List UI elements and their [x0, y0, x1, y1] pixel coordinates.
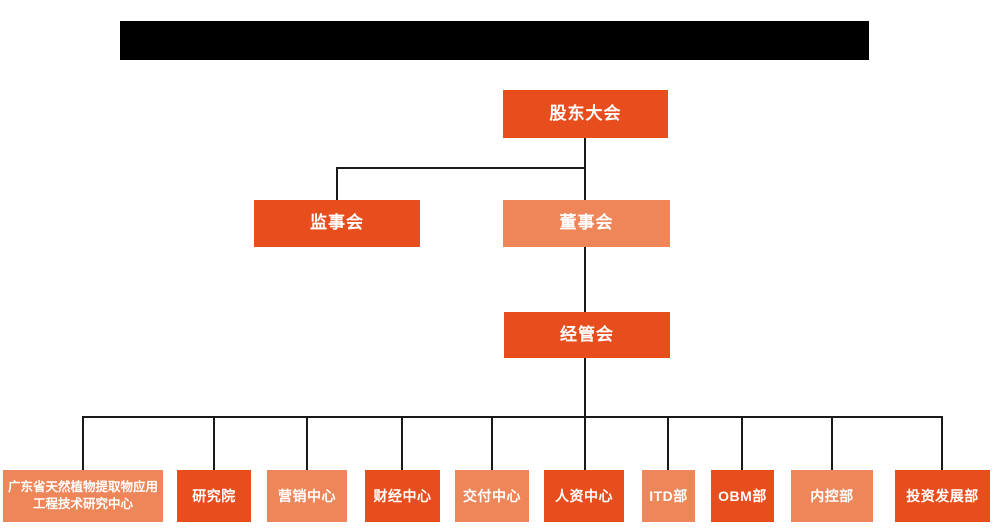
- node-label: OBM部: [718, 487, 767, 504]
- connector-dept-vertical: [213, 416, 215, 470]
- connector-board-vertical: [584, 167, 586, 200]
- node-label: 股东大会: [549, 103, 622, 123]
- node-label: 人资中心: [555, 487, 613, 504]
- node-label: 财经中心: [373, 487, 432, 504]
- node-dept-investment-development: 投资发展部: [895, 470, 990, 522]
- connector-board-mgmt-vertical: [584, 247, 586, 312]
- node-label: 董事会: [559, 213, 614, 233]
- connector-dept-vertical: [306, 416, 308, 470]
- node-board-of-directors: 董事会: [503, 200, 670, 247]
- node-label: 监事会: [310, 213, 364, 233]
- node-label: 交付中心: [463, 487, 521, 504]
- node-supervisory-board: 监事会: [254, 200, 420, 247]
- node-dept-marketing-center: 营销中心: [267, 470, 347, 522]
- connector-dept-vertical: [82, 416, 84, 470]
- node-dept-itd: ITD部: [642, 470, 695, 522]
- node-dept-finance-center: 财经中心: [365, 470, 440, 522]
- node-label: ITD部: [649, 487, 688, 504]
- connector-mgmt-down-vertical: [584, 357, 586, 470]
- connector-root-vertical: [584, 138, 586, 169]
- node-label: 内控部: [810, 487, 854, 504]
- node-shareholders-meeting: 股东大会: [503, 90, 668, 138]
- connector-dept-vertical: [941, 416, 943, 470]
- node-dept-obm: OBM部: [711, 470, 774, 522]
- connector-level2-horizontal: [336, 167, 586, 169]
- connector-dept-vertical: [491, 416, 493, 470]
- connector-dept-vertical: [667, 416, 669, 470]
- node-dept-delivery-center: 交付中心: [455, 470, 529, 522]
- node-dept-hr-center: 人资中心: [544, 470, 624, 522]
- node-label: 研究院: [192, 487, 236, 504]
- node-dept-research-institute: 研究院: [177, 470, 251, 522]
- connector-dept-vertical: [401, 416, 403, 470]
- node-label: 广东省天然植物提取物应用工程技术研究中心: [8, 480, 159, 511]
- node-label: 营销中心: [278, 487, 336, 504]
- node-management-committee: 经管会: [504, 312, 670, 358]
- redacted-title-bar: [120, 21, 869, 60]
- connector-dept-vertical: [741, 416, 743, 470]
- node-dept-internal-control: 内控部: [791, 470, 873, 522]
- connector-supervisory-vertical: [336, 167, 338, 200]
- node-label: 经管会: [560, 324, 614, 344]
- node-dept-gd-research-center: 广东省天然植物提取物应用工程技术研究中心: [3, 470, 163, 522]
- connector-departments-horizontal: [83, 416, 943, 418]
- connector-dept-vertical: [831, 416, 833, 470]
- node-label: 投资发展部: [906, 487, 979, 504]
